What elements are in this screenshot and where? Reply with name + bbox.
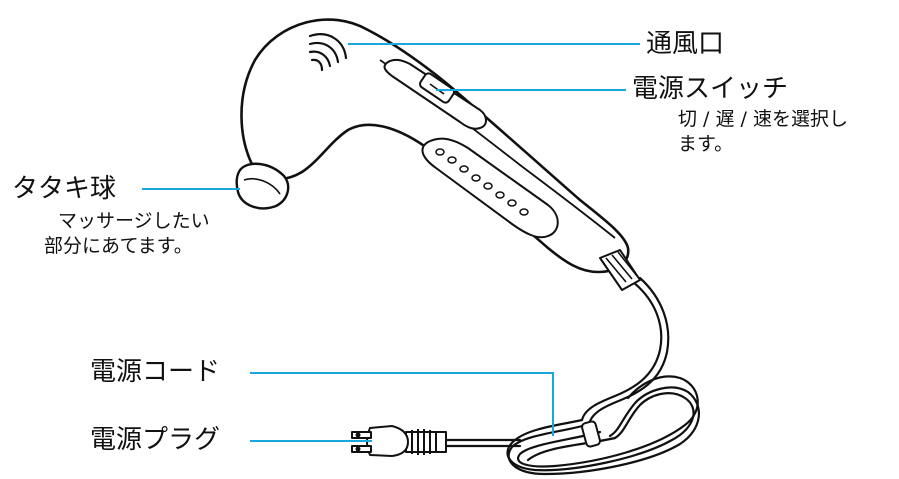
massager-body — [235, 18, 641, 291]
grip-holes — [435, 148, 529, 216]
power-cord-label: 電源コード — [90, 357, 221, 387]
vent-arcs — [308, 33, 348, 72]
power-switch-desc-line1: 切 / 遅 / 速を選択し — [678, 108, 848, 130]
tapping-ball-desc-line2: 部分にあてます。 — [44, 235, 193, 257]
power-switch-desc-line2: ます。 — [678, 133, 734, 155]
power-switch-label: 電源スイッチ — [632, 74, 789, 104]
power-cord-drawing — [418, 276, 700, 476]
vent-label: 通風口 — [646, 29, 725, 59]
cord-tie — [581, 420, 601, 448]
tapping-ball-label: タタキ球 — [12, 174, 117, 204]
power-plug-drawing — [351, 425, 447, 457]
leader-power-cord — [250, 372, 554, 436]
leader-lines — [142, 43, 640, 442]
power-plug-label: 電源プラグ — [90, 425, 221, 455]
tapping-ball-desc-line1: マッサージしたい — [58, 210, 210, 232]
